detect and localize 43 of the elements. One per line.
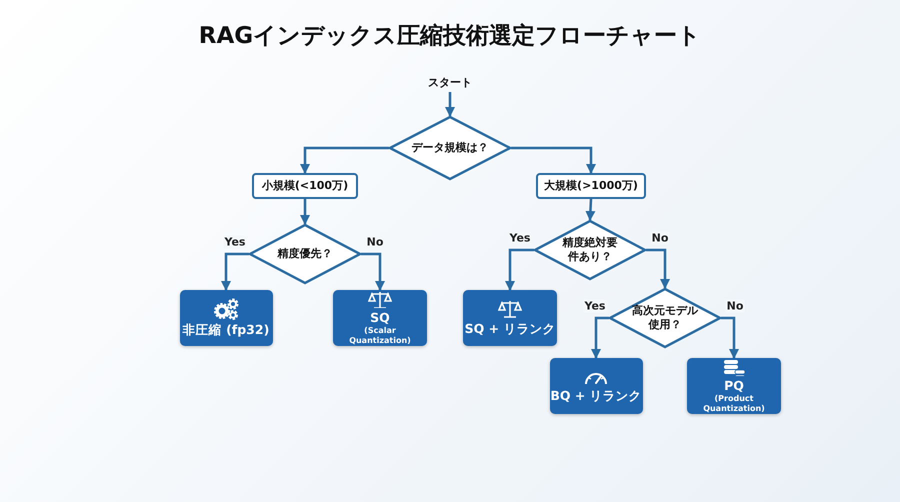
start-label: スタート xyxy=(428,76,472,90)
edge-label: Yes xyxy=(508,232,532,244)
result-box xyxy=(333,290,427,346)
subtitle: (Product Quantization) xyxy=(702,394,766,414)
arrow xyxy=(505,248,534,291)
decision-diamond xyxy=(249,224,361,284)
node-label: 精度優先？ xyxy=(278,247,332,261)
process-box xyxy=(252,173,358,199)
process-box xyxy=(536,173,646,199)
node-label: 高次元モデル使用？ xyxy=(632,304,698,332)
result-box xyxy=(180,290,272,346)
chart-title: RAGインデックス圧縮技術選定フローチャート xyxy=(198,23,702,49)
result-label: PQ xyxy=(724,378,744,394)
arrow xyxy=(361,252,385,291)
edge-label: No xyxy=(726,300,744,312)
decision-diamond xyxy=(534,220,646,280)
subtitle: (Scalar Quantization) xyxy=(348,326,412,346)
node-label: 大規模(>1000万) xyxy=(544,179,638,193)
edge-label: No xyxy=(366,236,384,248)
arrow xyxy=(585,198,596,221)
arrow xyxy=(646,248,670,289)
arrow xyxy=(300,146,389,174)
arrow xyxy=(221,252,249,291)
result-label: SQ + リランク xyxy=(464,321,556,337)
result-box xyxy=(463,290,557,346)
edge-label: No xyxy=(650,232,670,244)
node-label: 小規模(<100万) xyxy=(262,179,348,193)
arrow xyxy=(300,199,310,225)
decision-diamond xyxy=(389,116,511,180)
result-label: 非圧縮 (fp32) xyxy=(182,322,270,338)
edge-label: Yes xyxy=(224,236,246,248)
result-box xyxy=(550,358,642,414)
arrow xyxy=(445,92,455,117)
node-label: 精度絶対要件あり？ xyxy=(561,236,618,264)
arrow xyxy=(511,146,596,174)
edge-label: Yes xyxy=(584,300,606,312)
arrow xyxy=(721,316,739,359)
node-label: データ規模は？ xyxy=(412,141,488,155)
result-label: BQ + リランク xyxy=(550,388,642,404)
result-box xyxy=(687,358,781,414)
result-label: SQ xyxy=(370,310,390,326)
decision-diamond xyxy=(609,288,721,348)
arrow xyxy=(591,316,609,359)
